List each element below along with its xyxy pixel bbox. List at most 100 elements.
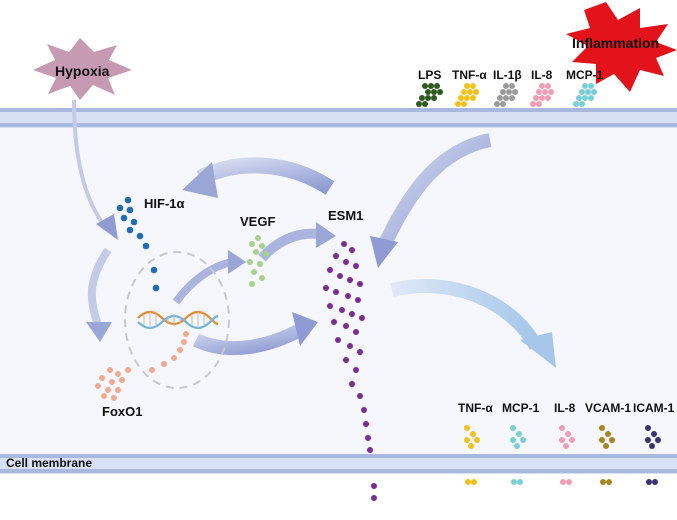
arrow-head <box>316 222 336 248</box>
arrow-head <box>86 322 112 342</box>
esm1-dot <box>355 297 361 303</box>
output-dot <box>605 431 611 437</box>
stimulus-dot <box>548 89 554 95</box>
foxo1-dot <box>119 377 125 383</box>
esm1-dot <box>335 337 341 343</box>
arrow-head <box>292 312 318 346</box>
hif1a-dot <box>126 206 134 214</box>
stimulus-dot <box>464 95 470 101</box>
arrow-hif-to-foxo1 <box>87 247 112 332</box>
stimulus-dot <box>582 95 588 101</box>
esm1-dot <box>357 281 363 287</box>
esm1-dot <box>353 367 359 373</box>
output-dot <box>474 437 480 443</box>
output-dot <box>569 437 575 443</box>
stimulus-dot <box>542 89 548 95</box>
output-label: MCP-1 <box>502 401 540 415</box>
hif1a-dot <box>116 204 124 212</box>
foxo1-dot <box>99 375 105 381</box>
top-stimuli-dots <box>416 83 597 107</box>
output-dot <box>646 479 652 485</box>
inflammation-label: Inflammation <box>572 35 659 51</box>
output-dot <box>516 431 522 437</box>
output-dot <box>645 425 651 431</box>
stimulus-dot <box>588 95 594 101</box>
esm1-dot <box>341 241 347 247</box>
esm1-dot <box>331 319 337 325</box>
esm1-dot <box>357 393 363 399</box>
vegf-dot <box>251 269 257 275</box>
esm1-dot <box>323 285 329 291</box>
output-dot <box>599 425 605 431</box>
vegf-dot <box>249 281 255 287</box>
esm1-dot <box>357 349 363 355</box>
arrow-nucleus-to-esm1 <box>193 323 304 356</box>
arrow-hypoxia-to-hif <box>72 99 110 232</box>
cell-membrane <box>0 454 677 474</box>
stimulus-label: LPS <box>418 68 441 82</box>
dna-helix-icon <box>137 310 219 330</box>
esm1-dot <box>339 307 345 313</box>
foxo1-dot <box>115 371 121 377</box>
stimulus-dot <box>494 101 500 107</box>
foxo1-dot <box>101 393 107 399</box>
output-label: ICAM-1 <box>633 401 675 415</box>
stimulus-dot <box>425 95 431 101</box>
stimulus-dot <box>437 89 443 95</box>
stimulus-dot <box>503 95 509 101</box>
output-dot <box>517 479 523 485</box>
output-label: TNF-α <box>458 401 493 415</box>
esm1-dot <box>327 267 333 273</box>
stimulus-dot <box>431 95 437 101</box>
stimulus-dot <box>545 83 551 89</box>
stimulus-label: MCP-1 <box>566 68 604 82</box>
foxo1-dot <box>95 383 101 389</box>
stimulus-dot <box>458 95 464 101</box>
stimulus-dot <box>533 95 539 101</box>
esm1-dot <box>361 407 367 413</box>
stimulus-dot <box>512 89 518 95</box>
esm1-dot <box>333 289 339 295</box>
output-dot <box>566 479 572 485</box>
stimulus-dot <box>434 83 440 89</box>
stimulus-dot <box>539 83 545 89</box>
output-dot <box>464 425 470 431</box>
stimulus-dot <box>539 95 545 101</box>
output-dot <box>510 437 516 443</box>
stimulus-dot <box>579 101 585 107</box>
hif1a-dot <box>124 196 132 204</box>
vegf-dot <box>259 243 265 249</box>
foxo1-dot <box>125 367 131 373</box>
stimulus-dot <box>419 95 425 101</box>
stimulus-dot <box>506 89 512 95</box>
esm1-dot <box>349 311 355 317</box>
output-dot <box>559 437 565 443</box>
esm1-dot <box>367 447 373 453</box>
stimulus-dot <box>582 83 588 89</box>
nucleus-outline <box>124 251 230 389</box>
esm1-dot <box>371 483 377 489</box>
hif1a-dot <box>136 232 144 240</box>
foxo1-dot <box>111 395 117 401</box>
output-dot <box>470 431 476 437</box>
esm1-dot <box>353 329 359 335</box>
output-dot <box>645 437 651 443</box>
top-membrane <box>0 108 677 128</box>
esm1-dot <box>359 315 365 321</box>
stimulus-dot <box>576 95 582 101</box>
esm1-dot <box>363 421 369 427</box>
esm1-dot <box>343 323 349 329</box>
stimulus-label: TNF-α <box>452 68 487 82</box>
stimulus-dot <box>455 101 461 107</box>
output-dot <box>559 425 565 431</box>
stimulus-dot <box>573 101 579 107</box>
stimulus-dot <box>530 101 536 107</box>
stimulus-dot <box>591 89 597 95</box>
foxo1-label: FoxO1 <box>102 404 142 419</box>
esm1-dot <box>353 263 359 269</box>
vegf-dot <box>257 261 263 267</box>
vegf-dot <box>259 275 265 281</box>
stimulus-dot <box>588 83 594 89</box>
esm1-dot <box>349 381 355 387</box>
output-dot <box>649 443 655 449</box>
